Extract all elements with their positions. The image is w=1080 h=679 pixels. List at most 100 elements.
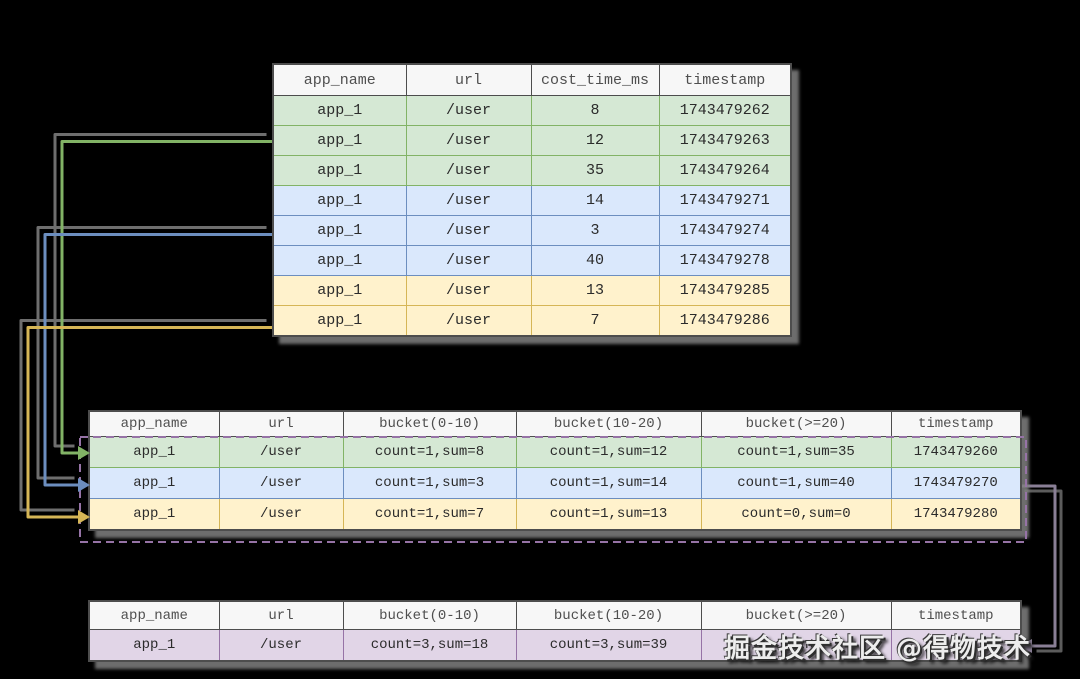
table-cell: app_1 — [88, 467, 220, 499]
table-row: app_1 /user 40 1743479278 — [272, 245, 792, 276]
table-row: app_1 /user count=1,sum=3 count=1,sum=14… — [88, 467, 1022, 499]
table-cell: 1743479263 — [658, 125, 792, 156]
table-cell: 1743479286 — [658, 305, 792, 337]
column-header-app-name: app_name — [272, 63, 407, 96]
table-cell: 8 — [530, 95, 660, 126]
table-cell: app_1 — [272, 215, 407, 246]
table-row: app_1 /user 12 1743479263 — [272, 125, 792, 156]
table-cell: /user — [218, 467, 344, 499]
connector-yellow-shadow — [19, 319, 267, 512]
watermark-text: 掘金技术社区 @得物技术 — [724, 634, 1032, 664]
table-cell: 1743479270 — [890, 467, 1022, 499]
table-cell: count=1,sum=7 — [342, 498, 517, 531]
column-header-bucket-10-20: bucket(10-20) — [515, 410, 702, 437]
table-cell: 1743479262 — [658, 95, 792, 126]
column-header-app-name: app_name — [88, 410, 220, 437]
connector-gray-merge — [1018, 484, 1057, 648]
table-cell: count=1,sum=14 — [515, 467, 702, 499]
bucketed-metrics-table: app_name url bucket(0-10) bucket(10-20) … — [88, 410, 1022, 531]
connector-green-window — [60, 140, 274, 455]
table-cell: count=1,sum=8 — [342, 436, 517, 468]
table-cell: app_1 — [272, 125, 407, 156]
column-header-url: url — [218, 600, 344, 630]
table-cell: 1743479280 — [890, 498, 1022, 531]
connector-yellow-window — [26, 326, 274, 519]
table-cell: /user — [405, 185, 532, 216]
table-cell: /user — [405, 125, 532, 156]
table-cell: 1743479260 — [890, 436, 1022, 468]
table-row: app_1 /user count=3,sum=18 count=3,sum=3… — [88, 629, 1022, 662]
column-header-bucket-10-20: bucket(10-20) — [515, 600, 702, 630]
table-cell: 14 — [530, 185, 660, 216]
table-cell: /user — [405, 155, 532, 186]
table-cell: 1743479271 — [658, 185, 792, 216]
table-cell: count=0,sum=0 — [700, 498, 892, 531]
table-row: app_1 /user 13 1743479285 — [272, 275, 792, 306]
table-cell: count=3,sum=18 — [342, 629, 517, 662]
raw-metrics-table: app_name url cost_time_ms timestamp app_… — [272, 63, 792, 337]
table-cell: /user — [405, 305, 532, 337]
column-header-url: url — [218, 410, 344, 437]
table-cell: /user — [405, 275, 532, 306]
column-header-bucket-0-10: bucket(0-10) — [342, 600, 517, 630]
column-header-app-name: app_name — [88, 600, 220, 630]
merged-bucket-table: app_name url bucket(0-10) bucket(10-20) … — [88, 600, 1022, 662]
connector-blue-shadow — [36, 226, 267, 480]
table-row: app_1 /user count=1,sum=7 count=1,sum=13… — [88, 498, 1022, 531]
connector-gray-shadow — [1024, 489, 1063, 653]
table-row: app_1 /user 35 1743479264 — [272, 155, 792, 186]
table-row: app_1 /user 7 1743479286 — [272, 305, 792, 337]
table-cell: app_1 — [272, 245, 407, 276]
connector-blue-window — [43, 233, 274, 487]
table-cell: count=1,sum=40 — [700, 467, 892, 499]
connector-green-shadow — [53, 133, 267, 448]
table-cell: 1743479274 — [658, 215, 792, 246]
table-cell: 40 — [530, 245, 660, 276]
table-cell: count=3,sum=39 — [515, 629, 702, 662]
table-cell: app_1 — [272, 275, 407, 306]
column-header-timestamp: timestamp — [658, 63, 792, 96]
table-row: app_1 /user 14 1743479271 — [272, 185, 792, 216]
table-cell: app_1 — [272, 155, 407, 186]
table-cell: /user — [405, 215, 532, 246]
table-cell: /user — [218, 436, 344, 468]
table-cell — [890, 629, 1022, 662]
table-cell: 35 — [530, 155, 660, 186]
table-cell: app_1 — [88, 629, 220, 662]
column-header-bucket-ge-20: bucket(>=20) — [700, 600, 892, 630]
table-row: app_1 /user 8 1743479262 — [272, 95, 792, 126]
merged-header-row: app_name url bucket(0-10) bucket(10-20) … — [88, 600, 1022, 630]
table-cell: app_1 — [272, 305, 407, 337]
table-cell: /user — [405, 245, 532, 276]
table-cell: 1743479285 — [658, 275, 792, 306]
table-cell: app_1 — [272, 95, 407, 126]
column-header-bucket-0-10: bucket(0-10) — [342, 410, 517, 437]
table-cell: 1743479278 — [658, 245, 792, 276]
column-header-timestamp: timestamp — [890, 410, 1022, 437]
table-cell: count=1,sum=12 — [515, 436, 702, 468]
table-cell: count=1,sum=13 — [515, 498, 702, 531]
column-header-cost-time-ms: cost_time_ms — [530, 63, 660, 96]
table-cell: /user — [218, 498, 344, 531]
table-row: app_1 /user 3 1743479274 — [272, 215, 792, 246]
column-header-timestamp: timestamp — [890, 600, 1022, 630]
table-cell: 3 — [530, 215, 660, 246]
table-cell: count=1,sum=35 — [700, 436, 892, 468]
table-row: app_1 /user count=1,sum=8 count=1,sum=12… — [88, 436, 1022, 468]
table-cell: 12 — [530, 125, 660, 156]
bucket-header-row: app_name url bucket(0-10) bucket(10-20) … — [88, 410, 1022, 437]
table-cell: /user — [218, 629, 344, 662]
table-cell: app_1 — [272, 185, 407, 216]
table-cell: 13 — [530, 275, 660, 306]
column-header-bucket-ge-20: bucket(>=20) — [700, 410, 892, 437]
table-cell: 1743479264 — [658, 155, 792, 186]
table-cell: count — [700, 629, 892, 662]
column-header-url: url — [405, 63, 532, 96]
raw-header-row: app_name url cost_time_ms timestamp — [272, 63, 792, 96]
table-cell: app_1 — [88, 498, 220, 531]
table-cell: /user — [405, 95, 532, 126]
table-cell: 7 — [530, 305, 660, 337]
table-cell: app_1 — [88, 436, 220, 468]
